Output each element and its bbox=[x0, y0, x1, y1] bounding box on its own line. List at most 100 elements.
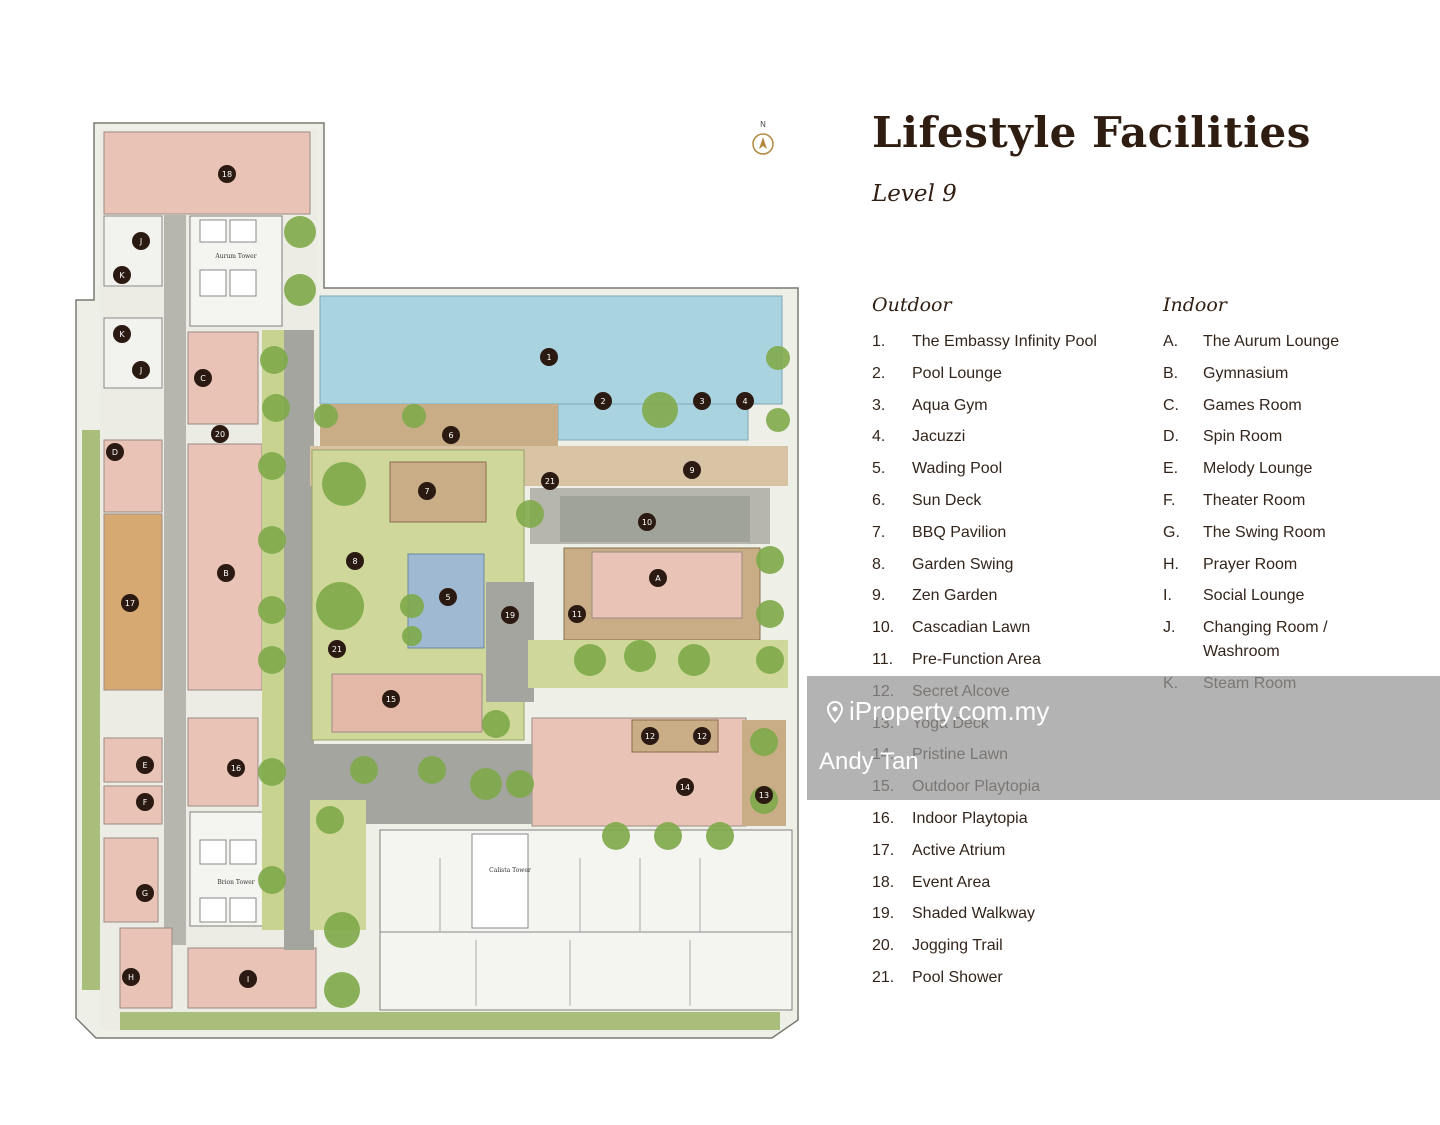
marker-E: E bbox=[136, 756, 154, 774]
indoor-item-label: Theater Room bbox=[1203, 491, 1306, 509]
lawn-band bbox=[528, 640, 788, 688]
marker-11: 11 bbox=[568, 605, 586, 623]
calista-tower-label: Calista Tower bbox=[489, 867, 531, 874]
svg-text:14: 14 bbox=[680, 783, 690, 792]
svg-text:13: 13 bbox=[759, 791, 769, 800]
marker-4: 4 bbox=[736, 392, 754, 410]
svg-text:12: 12 bbox=[697, 732, 707, 741]
svg-text:21: 21 bbox=[545, 477, 555, 486]
marker-I: I bbox=[239, 970, 257, 988]
marker-21b: 21 bbox=[328, 640, 346, 658]
west-planter bbox=[82, 430, 100, 990]
svg-text:D: D bbox=[112, 448, 118, 457]
zone-outdoor-playtopia bbox=[331, 673, 483, 733]
level-label: Level 9 bbox=[872, 181, 957, 207]
outdoor-item-number: 3. bbox=[872, 396, 886, 414]
outdoor-item-number: 1. bbox=[872, 333, 886, 350]
svg-text:B: B bbox=[223, 569, 229, 578]
outdoor-item-label: Wading Pool bbox=[912, 460, 1003, 478]
outdoor-item: 1.The Embassy Infinity Pool bbox=[872, 326, 1152, 358]
outdoor-item-label: Pre-Function Area bbox=[912, 650, 1041, 668]
outdoor-item-number: 6. bbox=[872, 491, 886, 509]
outdoor-item-label: Active Atrium bbox=[912, 841, 1006, 859]
indoor-item-number: I. bbox=[1163, 587, 1172, 605]
outdoor-item: 2. Pool Lounge bbox=[872, 358, 1152, 390]
outdoor-item-label: Pool Shower bbox=[912, 968, 1003, 986]
zone-melody-lounge bbox=[103, 737, 163, 783]
outdoor-item: 3. Aqua Gym bbox=[872, 390, 1152, 422]
indoor-item-label: Games Room bbox=[1203, 396, 1302, 414]
marker-2: 2 bbox=[594, 392, 612, 410]
svg-text:5: 5 bbox=[445, 593, 450, 602]
marker-3: 3 bbox=[693, 392, 711, 410]
indoor-item-number: A. bbox=[1163, 333, 1179, 350]
marker-5: 5 bbox=[439, 588, 457, 606]
indoor-item-number: G. bbox=[1163, 523, 1180, 541]
outdoor-item-number: 20. bbox=[872, 937, 895, 955]
indoor-item-label: Changing Room / Washroom bbox=[1203, 619, 1328, 661]
outdoor-item-label: Jacuzzi bbox=[912, 428, 966, 446]
svg-text:21: 21 bbox=[332, 645, 342, 654]
svg-text:C: C bbox=[200, 374, 206, 383]
svg-text:1: 1 bbox=[546, 353, 551, 362]
indoor-item-number: C. bbox=[1163, 396, 1179, 414]
outdoor-item-label: Jogging Trail bbox=[912, 937, 1003, 955]
svg-text:I: I bbox=[247, 975, 249, 984]
location-pin-icon bbox=[827, 700, 843, 723]
indoor-item: F.Theater Room bbox=[1163, 485, 1403, 517]
marker-12a: 12 bbox=[641, 727, 659, 745]
indoor-item: J.Changing Room / Washroom bbox=[1163, 612, 1403, 668]
outdoor-item-label: Pool Lounge bbox=[912, 364, 1002, 382]
outdoor-item-label: Aqua Gym bbox=[912, 396, 988, 414]
outdoor-item-number: 4. bbox=[872, 428, 886, 446]
svg-text:A: A bbox=[655, 574, 661, 583]
svg-text:16: 16 bbox=[231, 764, 241, 773]
marker-7: 7 bbox=[418, 482, 436, 500]
outdoor-item-label: Zen Garden bbox=[912, 587, 998, 605]
outdoor-item-number: 2. bbox=[872, 364, 886, 382]
marker-18: 18 bbox=[218, 165, 236, 183]
indoor-item-number: H. bbox=[1163, 555, 1179, 573]
marker-17: 17 bbox=[121, 594, 139, 612]
svg-text:17: 17 bbox=[125, 599, 135, 608]
zone-prayer-room bbox=[119, 927, 173, 1009]
zone-bbq-pavilion bbox=[389, 461, 487, 523]
outdoor-item-number: 18. bbox=[872, 873, 895, 891]
outdoor-item-number: 7. bbox=[872, 523, 886, 541]
marker-B: B bbox=[217, 564, 235, 582]
indoor-item: E.Melody Lounge bbox=[1163, 453, 1403, 485]
indoor-item-number: E. bbox=[1163, 460, 1179, 478]
outdoor-item: 20. Jogging Trail bbox=[872, 930, 1152, 962]
indoor-item-label: Social Lounge bbox=[1203, 587, 1305, 605]
indoor-item-label: The Aurum Lounge bbox=[1203, 333, 1340, 350]
svg-text:G: G bbox=[142, 889, 148, 898]
marker-H: H bbox=[122, 968, 140, 986]
zone-indoor-playtopia bbox=[187, 717, 259, 807]
marker-J2: J bbox=[132, 361, 150, 379]
marker-G: G bbox=[136, 884, 154, 902]
svg-text:19: 19 bbox=[505, 611, 515, 620]
outdoor-item: 4. Jacuzzi bbox=[872, 421, 1152, 453]
outdoor-heading: Outdoor bbox=[872, 294, 952, 316]
outdoor-item-number: 17. bbox=[872, 841, 895, 859]
marker-K1: K bbox=[113, 266, 131, 284]
zone-washroom-upper bbox=[103, 215, 163, 287]
outdoor-item-number: 21. bbox=[872, 968, 895, 986]
indoor-heading: Indoor bbox=[1163, 294, 1227, 316]
marker-14: 14 bbox=[676, 778, 694, 796]
indoor-item-number: B. bbox=[1163, 364, 1179, 382]
svg-text:3: 3 bbox=[699, 397, 704, 406]
map-markers: 1 2 3 4 5 6 7 8 9 10 11 12 12 13 14 15 1… bbox=[106, 165, 773, 988]
north-arrow-icon: N bbox=[752, 120, 774, 155]
svg-text:N: N bbox=[760, 120, 766, 129]
indoor-item: G.The Swing Room bbox=[1163, 517, 1403, 549]
indoor-item: A. The Aurum Lounge bbox=[1163, 326, 1403, 358]
marker-6: 6 bbox=[442, 426, 460, 444]
marker-K2: K bbox=[113, 325, 131, 343]
zone-swing-room bbox=[103, 837, 159, 923]
marker-8: 8 bbox=[346, 552, 364, 570]
marker-10: 10 bbox=[638, 513, 656, 531]
svg-text:J: J bbox=[139, 366, 142, 375]
watermark-banner: iProperty.com.my Andy Tan bbox=[807, 676, 1440, 800]
indoor-item: C. Games Room bbox=[1163, 390, 1403, 422]
